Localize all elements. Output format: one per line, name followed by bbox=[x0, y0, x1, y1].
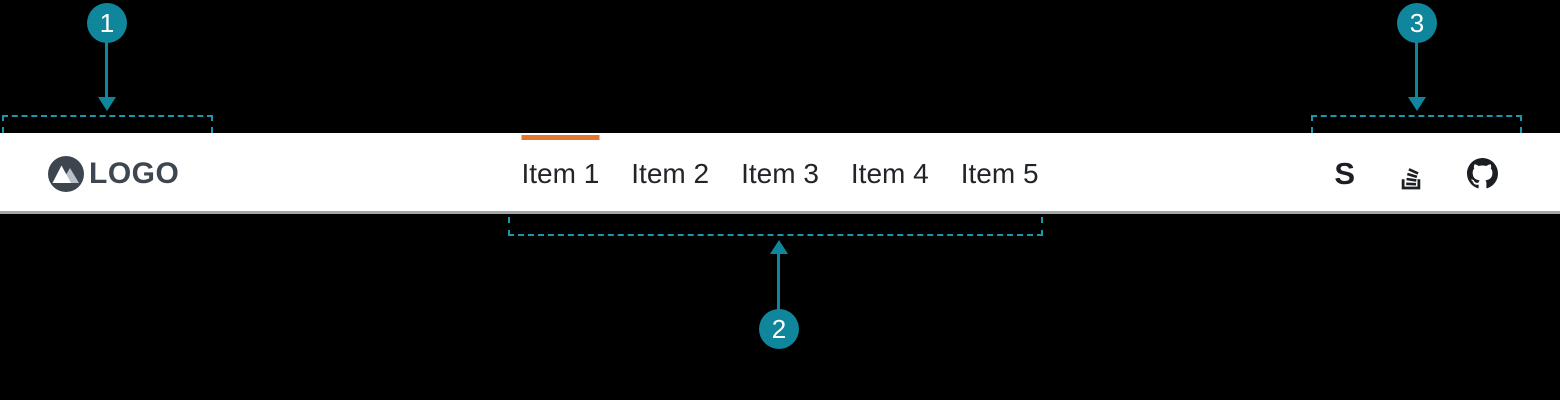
callout-1-number: 1 bbox=[99, 7, 115, 38]
social-link-s[interactable]: S bbox=[1334, 158, 1355, 189]
brand-label: LOGO bbox=[89, 156, 180, 190]
nav-item-label: Item 2 bbox=[631, 157, 710, 189]
callout-3-arrow-head bbox=[1408, 97, 1426, 111]
highlight-region-logo bbox=[2, 115, 213, 133]
nav-menu: Item 1 Item 2 Item 3 Item 4 Item 5 bbox=[521, 133, 1039, 214]
callout-3-badge: 3 bbox=[1397, 3, 1437, 43]
nav-item-1[interactable]: Item 1 bbox=[521, 133, 600, 214]
github-icon bbox=[1467, 158, 1498, 189]
social-link-stack-overflow[interactable] bbox=[1397, 157, 1425, 191]
callout-3-number: 3 bbox=[1409, 7, 1425, 38]
mountain-logo-icon bbox=[48, 155, 84, 192]
social-link-github[interactable] bbox=[1467, 158, 1498, 189]
highlight-region-nav-items bbox=[508, 217, 1043, 236]
nav-item-5[interactable]: Item 5 bbox=[961, 133, 1039, 214]
navbar: LOGO Item 1 Item 2 Item 3 Item 4 Item 5 … bbox=[0, 133, 1560, 214]
nav-item-label: Item 1 bbox=[521, 157, 600, 189]
nav-item-4[interactable]: Item 4 bbox=[851, 133, 929, 214]
callout-1-arrow-line bbox=[105, 42, 108, 97]
callout-2-number: 2 bbox=[771, 313, 787, 344]
nav-item-2[interactable]: Item 2 bbox=[631, 133, 709, 214]
nav-item-3[interactable]: Item 3 bbox=[741, 133, 819, 214]
callout-2-badge: 2 bbox=[759, 309, 799, 349]
active-item-indicator bbox=[521, 135, 600, 140]
social-icons: S bbox=[1334, 133, 1498, 214]
callout-3-arrow-line bbox=[1415, 42, 1418, 97]
stack-overflow-icon bbox=[1397, 157, 1425, 191]
nav-item-label: Item 4 bbox=[850, 157, 929, 189]
callout-1-arrow-head bbox=[98, 97, 116, 111]
letter-s-icon: S bbox=[1334, 156, 1355, 191]
nav-item-label: Item 5 bbox=[960, 157, 1039, 189]
nav-item-label: Item 3 bbox=[741, 157, 819, 189]
callout-2-arrow-line bbox=[777, 253, 780, 310]
callout-1-badge: 1 bbox=[87, 3, 127, 43]
brand[interactable]: LOGO bbox=[48, 133, 179, 214]
highlight-region-social-icons bbox=[1311, 115, 1522, 133]
callout-2-arrow-head bbox=[770, 240, 788, 254]
